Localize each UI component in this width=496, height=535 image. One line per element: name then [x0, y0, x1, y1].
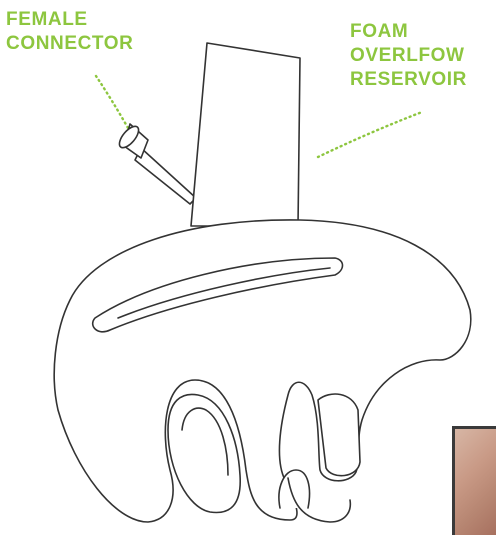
foam-reservoir-leader — [318, 112, 422, 157]
female-connector-tube — [135, 148, 196, 204]
left-ear-opening — [168, 394, 240, 512]
foam-reservoir-body — [191, 43, 300, 226]
patient-photo-thumbnail — [452, 426, 496, 535]
female-connector-leader — [96, 76, 128, 128]
